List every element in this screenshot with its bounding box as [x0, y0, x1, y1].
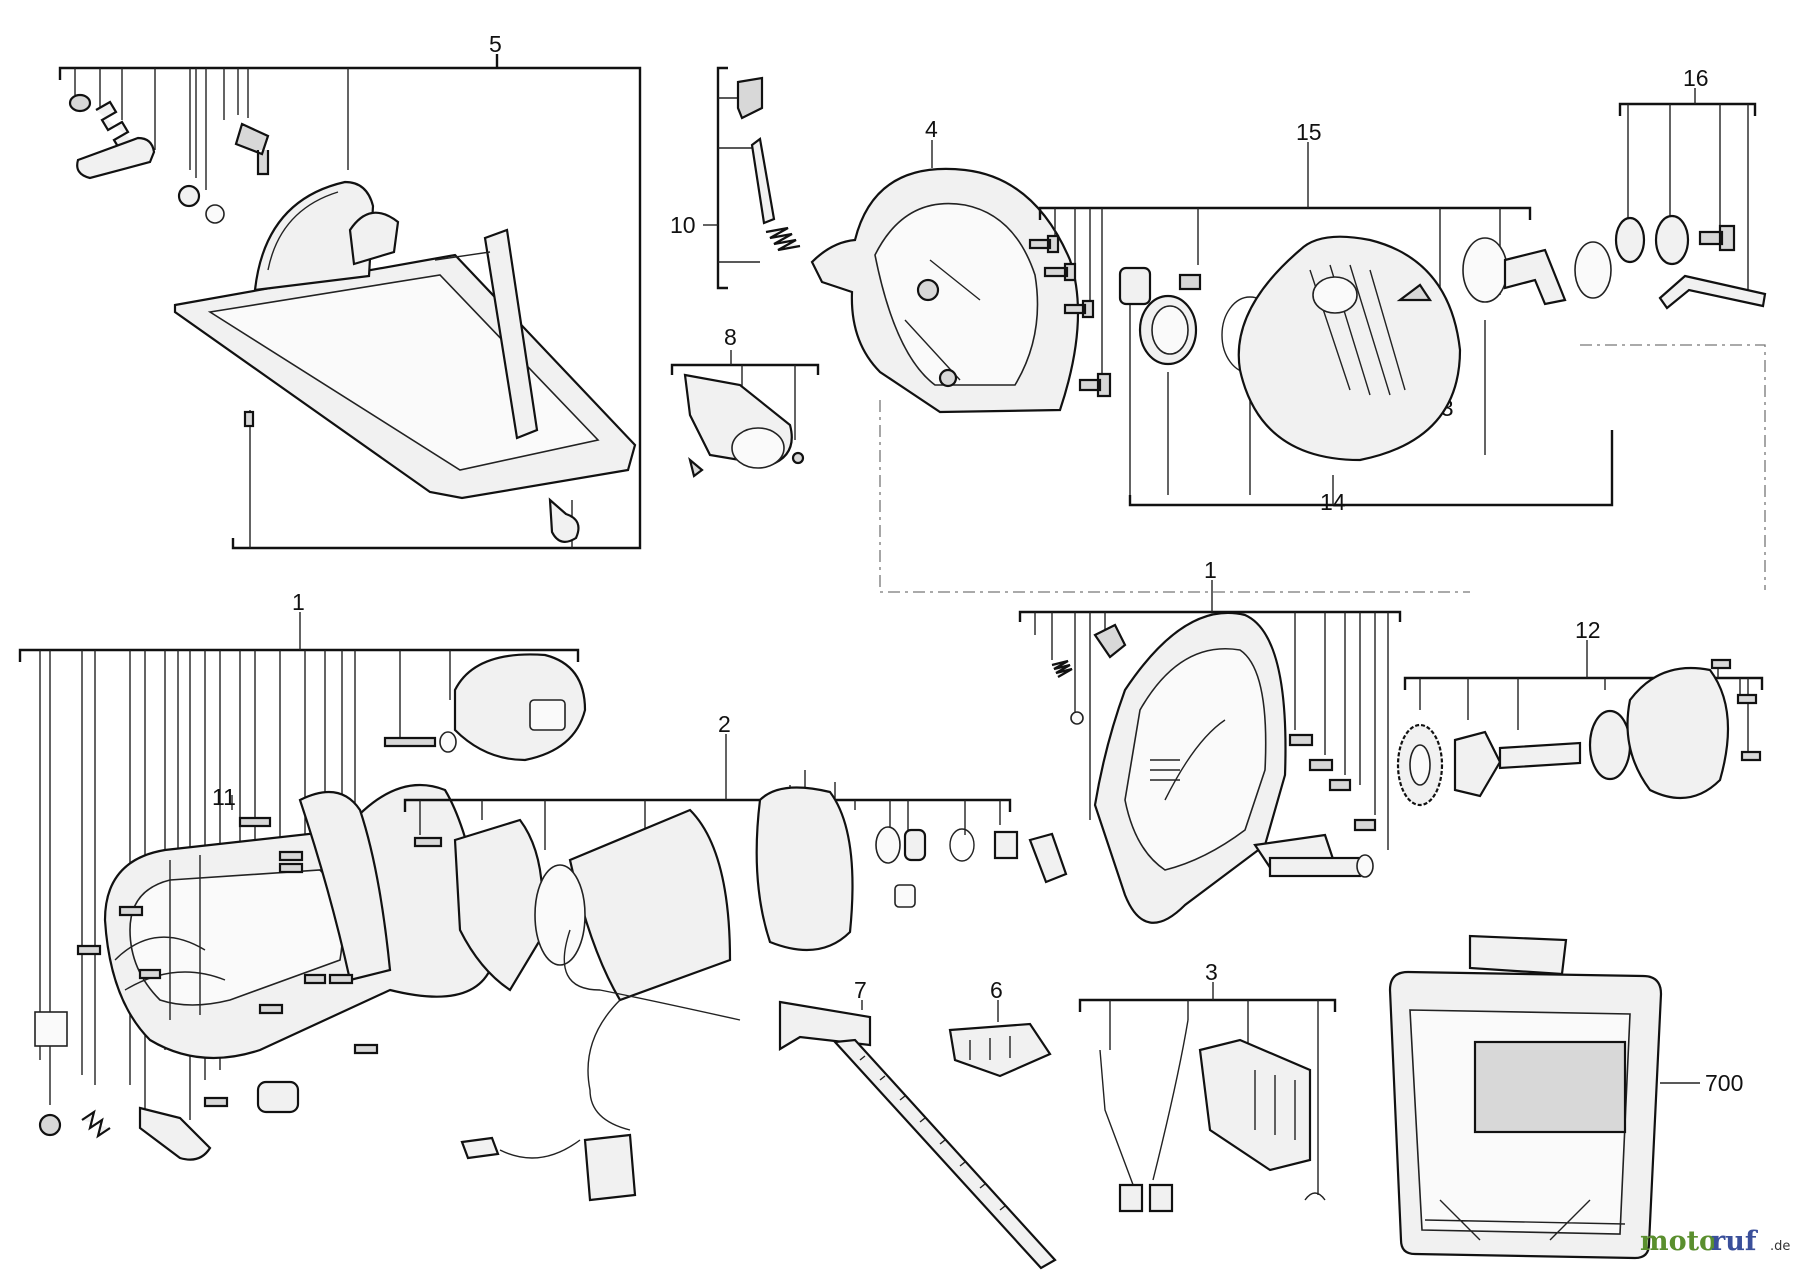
label-base-plate: 5: [489, 31, 502, 57]
depth-lever: [483, 228, 539, 440]
front-handle: [298, 790, 392, 982]
label-rip-fence: 7: [854, 977, 867, 1003]
group-rip-fence: 7: [778, 977, 1057, 1270]
group-flange-set: 16: [1614, 65, 1767, 310]
washer: [205, 204, 225, 224]
motor-bearing: [903, 828, 927, 862]
label-motor-assembly: 2: [718, 711, 731, 737]
battery-cover: [453, 653, 587, 762]
group-switch: 3: [1078, 959, 1337, 1213]
label-upper-guard: 4: [925, 116, 938, 142]
group-upper-guard: 4: [810, 116, 1080, 414]
nut: [177, 184, 201, 208]
watermark-tld: .de: [1770, 1239, 1790, 1254]
label-carry-case: 700: [1705, 1070, 1743, 1096]
case-handle: [1468, 934, 1568, 976]
cap-screw: [68, 93, 92, 113]
group-housing-left: 1 11: [18, 589, 587, 1161]
watermark: moto ruf .de: [1640, 1226, 1790, 1257]
switch-spring: [1051, 659, 1073, 678]
watermark-blue: ruf: [1711, 1226, 1759, 1257]
group-base-plate: 5: [58, 31, 642, 550]
motor-switch: [583, 1133, 637, 1202]
label-lower-guard-group: 14: [1320, 489, 1346, 515]
hex-key: [1658, 274, 1767, 310]
label-handle-screw: 11: [212, 784, 236, 810]
bevel-scale: [253, 180, 375, 292]
group-battery-contact: 6: [948, 977, 1052, 1078]
label-dust-nozzle: 8: [724, 324, 737, 350]
group-motor-assembly: 2: [403, 711, 1019, 1202]
nameplate: [34, 1011, 68, 1047]
label-flange-set: 16: [1683, 65, 1709, 91]
motor-shield: [755, 786, 854, 952]
label-switch: 3: [1205, 959, 1218, 985]
bushing: [1118, 266, 1152, 306]
label-blade-set: 15: [1296, 119, 1322, 145]
brush-holder: [1028, 832, 1068, 884]
case-label: [1473, 1040, 1627, 1134]
lever-knob: [736, 76, 764, 120]
label-gear-assembly: 12: [1575, 617, 1601, 643]
assembly-link: [879, 344, 1766, 593]
guard-lever: [1503, 248, 1567, 306]
gear-cover: [1626, 666, 1730, 800]
side-shaft: [1268, 856, 1362, 878]
knob: [234, 122, 270, 176]
guard-washer: [1462, 237, 1508, 303]
group-gear-assembly: 12: [1396, 617, 1764, 807]
battery-contact: [948, 1022, 1052, 1078]
led-lamp: [460, 1136, 500, 1160]
lower-guard: [1237, 235, 1462, 462]
group-dust-nozzle: 8: [670, 324, 820, 478]
pivot-pin: [548, 497, 580, 543]
label-housing-right: 1: [1204, 557, 1217, 583]
label-lever-shaft: 10: [670, 212, 696, 238]
label-housing-left: 1: [292, 589, 305, 615]
label-battery-contact: 6: [990, 977, 1003, 1003]
outer-flange: [1614, 216, 1646, 264]
handle-grip: [256, 1080, 300, 1114]
guard-screw: [1028, 234, 1060, 254]
group-lower-guard: 15 14 13: [1028, 119, 1614, 515]
lock-screw: [38, 1113, 62, 1137]
switch-lead: [1099, 1019, 1189, 1191]
group-carry-case: 700: [1388, 934, 1743, 1260]
motor-washer: [875, 826, 901, 864]
shaft: [750, 137, 776, 225]
gear-clutch: [1453, 730, 1502, 798]
shaft-spring: [765, 226, 801, 252]
group-lever-shaft: 10: [670, 66, 801, 290]
group-housing-right: 1: [1018, 557, 1402, 924]
watermark-green: moto: [1640, 1226, 1717, 1257]
inner-flange: [1654, 214, 1690, 266]
spindle: [1498, 741, 1582, 770]
motor-cable: [563, 929, 741, 1021]
motor-can: [568, 808, 732, 1002]
bevel-lever: [76, 136, 156, 180]
lock-spring: [81, 1109, 111, 1139]
pinion: [993, 830, 1019, 860]
bearing: [1588, 709, 1632, 781]
lock-lever: [138, 1106, 212, 1161]
blade-bolt: [1698, 224, 1736, 252]
